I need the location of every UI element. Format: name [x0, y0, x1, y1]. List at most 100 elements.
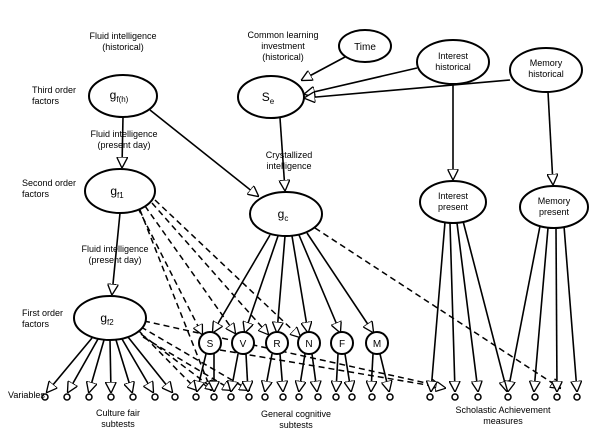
node-se-sub: e [270, 97, 275, 106]
edge-33 [197, 353, 207, 391]
node-time-label: Time [354, 42, 376, 53]
edge-3 [122, 116, 123, 167]
fluid-historical-label-1: Fluid intelligence [89, 31, 156, 41]
dashed-edge-31 [140, 326, 249, 390]
edge-42 [345, 353, 351, 391]
variable-5 [151, 393, 159, 401]
edge-37 [265, 353, 273, 391]
variable-7 [192, 393, 200, 401]
edge-49 [462, 220, 507, 391]
common-learning-label-2: investment [261, 41, 305, 51]
bottom-labels: Culture fair subtests General cognitive … [96, 405, 551, 430]
edge-18 [291, 235, 308, 332]
variable-18 [386, 393, 394, 401]
subfactor-m: M [365, 331, 389, 355]
edge-43 [371, 353, 373, 391]
variable-4 [129, 393, 137, 401]
subfactor-f-label: F [339, 339, 345, 350]
edge-26 [121, 338, 153, 392]
second-order-label-1: Second order [22, 178, 76, 188]
edge-36 [246, 353, 248, 391]
edge-40 [312, 353, 317, 391]
edge-50 [508, 225, 541, 391]
edge-1 [305, 67, 418, 94]
node-time: Time [338, 29, 392, 63]
variables-layer [41, 393, 581, 401]
crystallized-label-2: intelligence [266, 161, 311, 171]
node-gfh-sub: f(h) [116, 95, 128, 104]
node-interest-historical-label-1: Interest [438, 51, 469, 61]
subfactor-n-label: N [305, 339, 312, 350]
node-gf1: gf1 [84, 168, 156, 214]
edge-25 [115, 339, 132, 392]
edge-19 [298, 234, 340, 332]
third-order-label-2: factors [32, 96, 60, 106]
node-memory-present-label-2: present [539, 207, 570, 217]
dashed-edge-13 [139, 209, 211, 390]
dashed-edge-14 [314, 227, 560, 388]
node-gfh: gf(h) [88, 74, 158, 118]
node-interest-present-label-2: present [438, 202, 469, 212]
fluid-present-label-a2: (present day) [97, 140, 150, 150]
fluid-present-label-b1: Fluid intelligence [81, 244, 148, 254]
variable-9 [227, 393, 235, 401]
node-interest-present-label-1: Interest [438, 191, 469, 201]
node-gc: gc [249, 191, 323, 237]
edge-21 [47, 337, 93, 392]
variable-24 [553, 393, 561, 401]
variable-16 [348, 393, 356, 401]
top-labels: Fluid intelligence (historical) Common l… [89, 30, 318, 62]
svg-text:Se: Se [262, 90, 275, 106]
edge-44 [379, 353, 389, 391]
subfactor-r-label: R [273, 339, 280, 350]
edge-5 [280, 117, 285, 190]
variable-15 [332, 393, 340, 401]
variable-23 [531, 393, 539, 401]
edge-23 [89, 339, 105, 392]
node-gf2-main: g [100, 311, 107, 325]
variable-21 [474, 393, 482, 401]
node-memory-present: Memory present [519, 185, 589, 229]
edge-35 [231, 353, 239, 391]
fluid-present-label-a1: Fluid intelligence [90, 129, 157, 139]
node-interest-historical: Interest historical [416, 39, 490, 85]
edge-46 [431, 221, 446, 391]
edge-51 [534, 227, 549, 391]
node-interest-historical-label-2: historical [435, 62, 471, 72]
subfactor-s: S [198, 331, 222, 355]
node-gc-main: g [278, 207, 285, 221]
first-order-label-2: factors [22, 319, 50, 329]
variable-13 [295, 393, 303, 401]
dashed-edge-45 [219, 349, 445, 388]
edge-27 [127, 336, 172, 392]
edge-7 [548, 91, 553, 184]
node-gfh-main: g [110, 88, 117, 102]
edge-48 [456, 222, 478, 391]
variable-0 [41, 393, 49, 401]
edge-labels: Fluid intelligence (present day) Fluid i… [81, 129, 312, 265]
edge-0 [302, 56, 346, 80]
culture-fair-label-1: Culture fair [96, 408, 140, 418]
edge-41 [336, 353, 338, 391]
subfactor-r: R [265, 331, 289, 355]
node-gf1-main: g [110, 184, 117, 198]
general-cognitive-label-2: subtests [279, 420, 313, 430]
variable-12 [279, 393, 287, 401]
dashed-edge-11 [151, 202, 268, 334]
variable-3 [107, 393, 115, 401]
variable-10 [245, 393, 253, 401]
subfactor-v: V [231, 331, 255, 355]
subfactor-n: N [297, 331, 321, 355]
second-order-label-2: factors [22, 189, 50, 199]
variable-1 [63, 393, 71, 401]
edges-layer [47, 56, 577, 392]
edge-53 [563, 225, 577, 391]
first-order-label-1: First order [22, 308, 63, 318]
node-memory-historical-label-2: historical [528, 69, 564, 79]
dashed-edge-30 [142, 336, 232, 390]
node-memory-historical-label-1: Memory [530, 58, 563, 68]
edge-20 [306, 232, 373, 332]
edge-16 [245, 235, 279, 332]
edge-17 [277, 235, 286, 332]
variable-11 [261, 393, 269, 401]
